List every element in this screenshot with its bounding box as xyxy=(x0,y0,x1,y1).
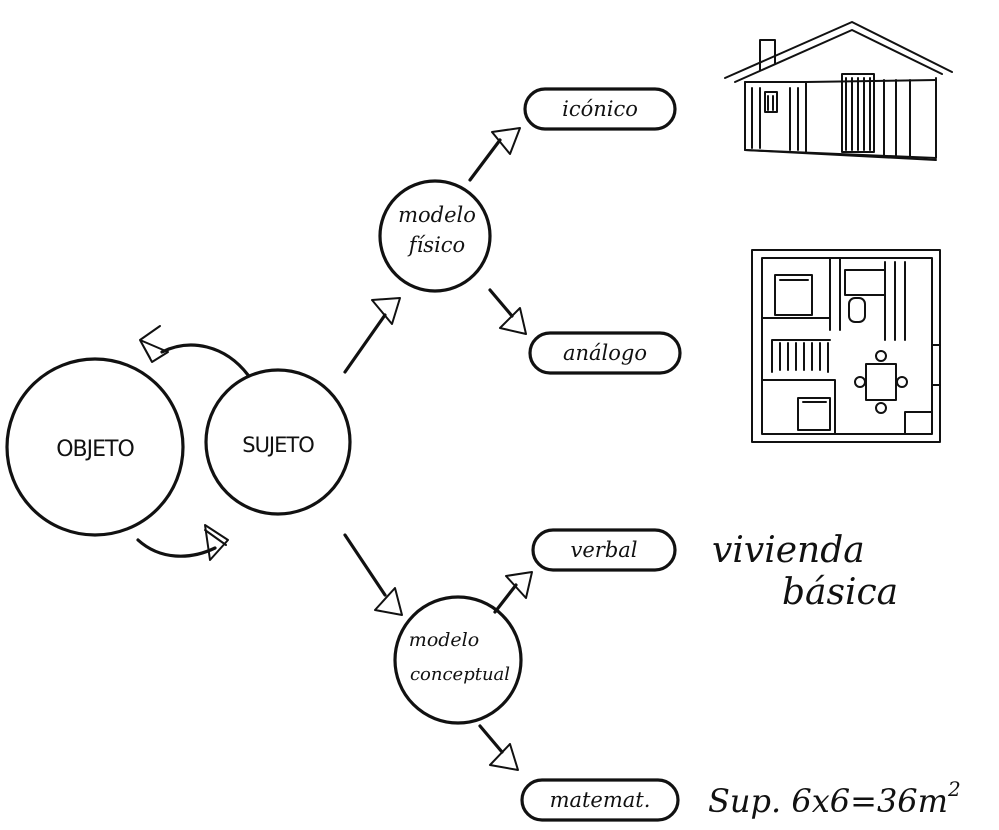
verbal-label: verbal xyxy=(570,538,637,562)
superficie-annotation: Sup. 6x6=36m2 xyxy=(708,777,961,820)
sujeto-node: SUJETO xyxy=(204,368,352,516)
analogo-box: análogo xyxy=(528,331,682,375)
basica-annotation: básica xyxy=(782,572,898,613)
sujeto-label: SUJETO xyxy=(242,433,314,457)
arrow-to-modelo-conceptual xyxy=(343,533,403,616)
cycle-arrows xyxy=(136,325,250,561)
verbal-box: verbal xyxy=(531,528,677,572)
iconico-label: icónico xyxy=(562,97,638,121)
arrow-to-verbal xyxy=(493,571,533,614)
analogo-label: análogo xyxy=(563,341,647,365)
objeto-node: OBJETO xyxy=(5,357,185,537)
arrow-to-modelo-fisico xyxy=(343,297,401,374)
modelo-conceptual-node: modelo conceptual xyxy=(393,595,523,725)
modelo-conceptual-label-2: conceptual xyxy=(410,664,510,685)
matemat-label: matemat. xyxy=(550,788,651,812)
house-sketch-icon xyxy=(724,21,953,161)
vivienda-annotation: vivienda xyxy=(712,530,865,571)
objeto-label: OBJETO xyxy=(56,437,134,462)
modelo-fisico-node: modelo físico xyxy=(378,179,492,293)
arrow-to-matemat xyxy=(478,724,519,771)
modelo-fisico-label-2: físico xyxy=(407,233,465,257)
modelo-fisico-label-1: modelo xyxy=(398,203,476,227)
modelo-conceptual-label-1: modelo xyxy=(409,629,479,651)
arrow-to-analogo xyxy=(488,288,527,335)
iconico-box: icónico xyxy=(523,87,677,131)
floor-plan-sketch-icon xyxy=(751,249,941,443)
matemat-box: matemat. xyxy=(520,778,680,822)
arrow-to-iconico xyxy=(468,127,521,182)
